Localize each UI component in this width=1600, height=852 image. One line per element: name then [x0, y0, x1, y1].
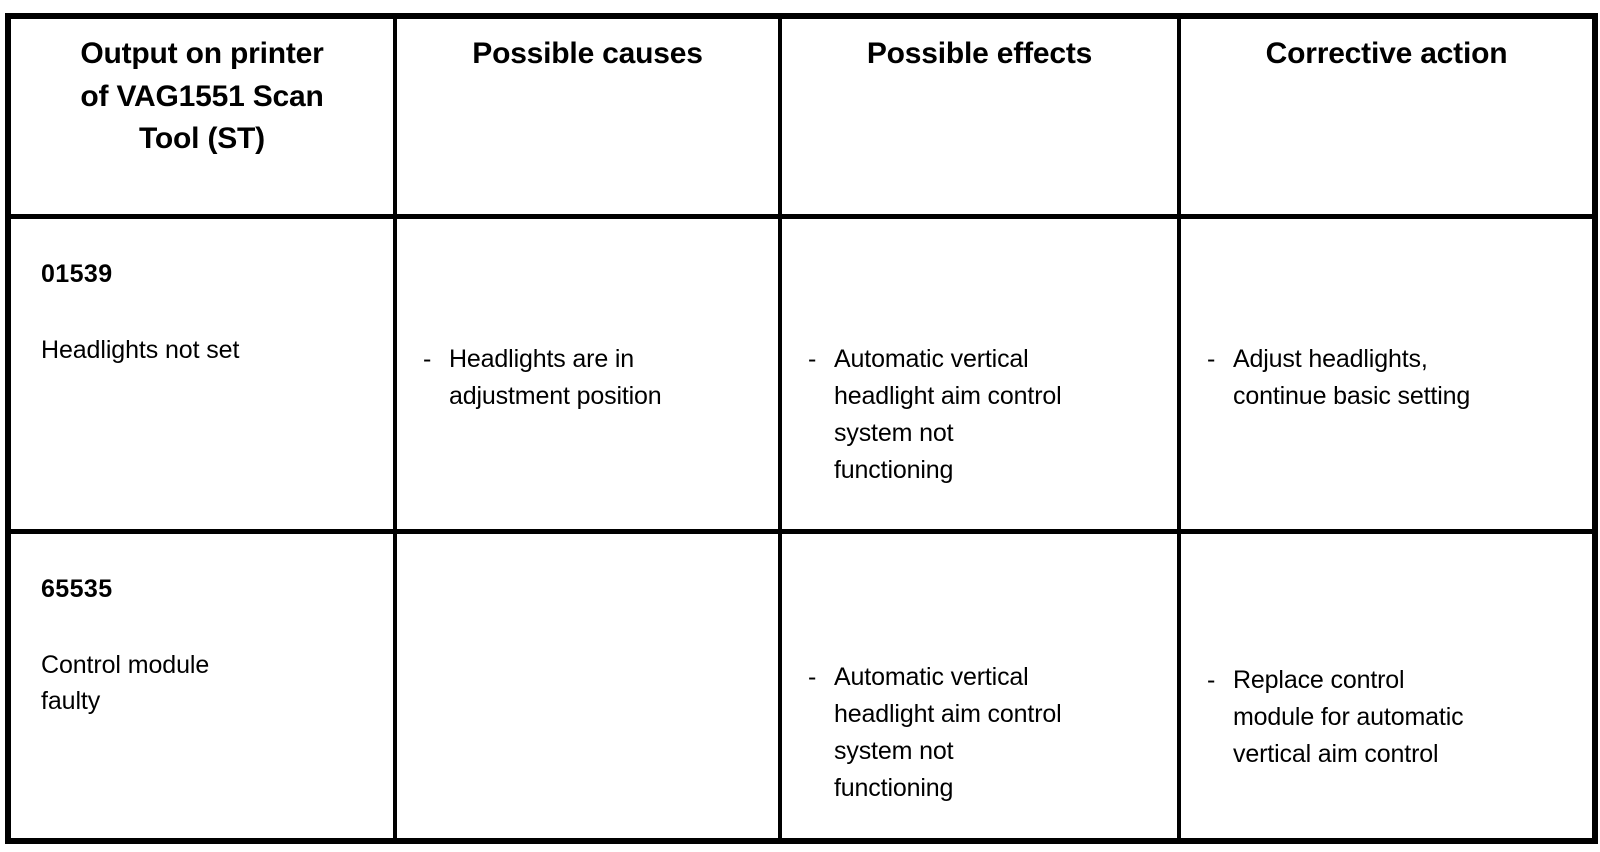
column-header-corrective-action: Corrective action	[1179, 16, 1595, 219]
list-item: - Replace control module for automatic v…	[1207, 662, 1576, 773]
fault-identifier-block: 65535 Control module faulty	[11, 534, 393, 720]
cell-possible-effects: - Automatic vertical headlight aim contr…	[780, 216, 1181, 534]
fault-description: Control module faulty	[41, 651, 210, 715]
column-header-output-printer: Output on printer of VAG1551 Scan Tool (…	[8, 16, 397, 219]
table-header: Output on printer of VAG1551 Scan Tool (…	[8, 16, 1595, 219]
list-item-text: Replace control module for automatic ver…	[1233, 665, 1464, 768]
list-item-text: Automatic vertical headlight aim control…	[834, 344, 1062, 484]
fault-description: Headlights not set	[41, 336, 240, 364]
cell-fault-identifier: 65535 Control module faulty	[8, 531, 397, 841]
column-header-possible-effects-label: Possible effects	[866, 37, 1093, 70]
cell-possible-causes: - Headlights are in adjustment position	[395, 216, 782, 534]
corrective-action-list: - Adjust headlights, continue basic sett…	[1181, 219, 1592, 415]
possible-causes-empty	[397, 534, 778, 839]
list-item-text: Automatic vertical headlight aim control…	[834, 662, 1062, 802]
list-item: - Automatic vertical headlight aim contr…	[808, 341, 1161, 489]
cell-possible-causes-empty	[395, 531, 782, 841]
list-item-text: Headlights are in adjustment position	[449, 344, 662, 410]
column-header-output-printer-label: Output on printer of VAG1551 Scan Tool (…	[80, 37, 324, 156]
corrective-action-list: - Replace control module for automatic v…	[1181, 534, 1592, 773]
column-header-possible-causes-label: Possible causes	[472, 37, 703, 70]
possible-effects-list: - Automatic vertical headlight aim contr…	[782, 534, 1177, 807]
possible-effects-list: - Automatic vertical headlight aim contr…	[782, 219, 1177, 489]
cell-corrective-action: - Adjust headlights, continue basic sett…	[1179, 216, 1595, 534]
table-body: 01539 Headlights not set - Headlights ar…	[8, 216, 1595, 841]
list-item: - Adjust headlights, continue basic sett…	[1207, 341, 1576, 415]
dash-bullet-icon: -	[808, 662, 817, 691]
fault-code: 01539	[41, 259, 113, 288]
cell-corrective-action: - Replace control module for automatic v…	[1179, 531, 1595, 841]
list-item: - Headlights are in adjustment position	[423, 341, 762, 415]
list-item: - Automatic vertical headlight aim contr…	[808, 659, 1161, 807]
table-row: 01539 Headlights not set - Headlights ar…	[8, 216, 1595, 534]
dash-bullet-icon: -	[1207, 344, 1216, 373]
table-row: 65535 Control module faulty - Automatic …	[8, 531, 1595, 841]
table-header-row: Output on printer of VAG1551 Scan Tool (…	[8, 16, 1595, 219]
fault-code: 65535	[41, 574, 113, 603]
column-header-possible-causes: Possible causes	[395, 16, 782, 219]
fault-code-table: Output on printer of VAG1551 Scan Tool (…	[5, 13, 1598, 844]
dash-bullet-icon: -	[1207, 665, 1216, 694]
dash-bullet-icon: -	[808, 344, 817, 373]
dash-bullet-icon: -	[423, 344, 432, 373]
column-header-possible-effects: Possible effects	[780, 16, 1181, 219]
list-item-text: Adjust headlights, continue basic settin…	[1233, 344, 1471, 410]
cell-fault-identifier: 01539 Headlights not set	[8, 216, 397, 534]
column-header-corrective-action-label: Corrective action	[1265, 37, 1508, 70]
possible-causes-list: - Headlights are in adjustment position	[397, 219, 778, 415]
cell-possible-effects: - Automatic vertical headlight aim contr…	[780, 531, 1181, 841]
fault-identifier-block: 01539 Headlights not set	[11, 219, 393, 369]
